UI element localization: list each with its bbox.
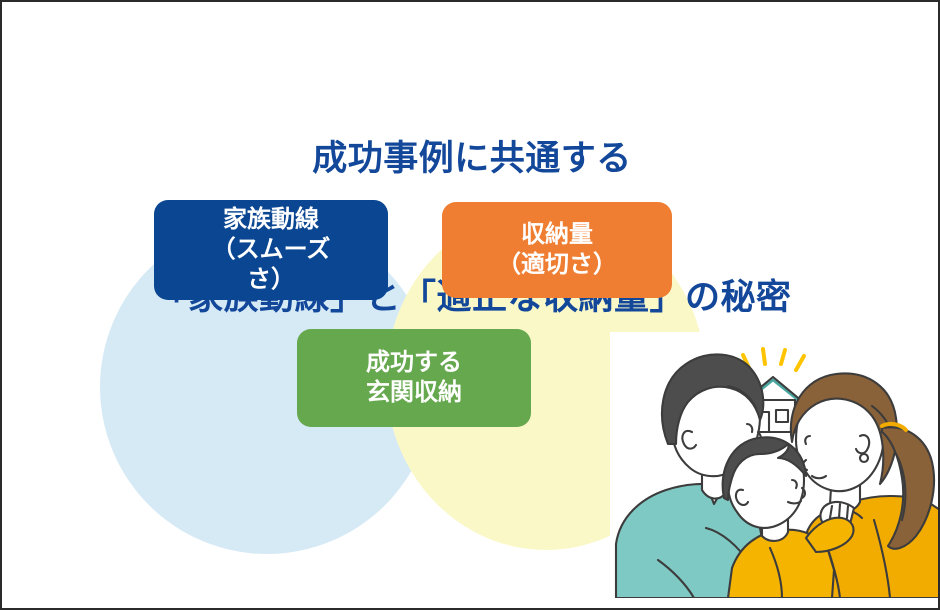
label-successful-entrance-storage: 成功する 玄関収納 bbox=[297, 329, 531, 427]
label-storage-volume: 収納量 （適切さ） bbox=[442, 202, 672, 298]
label-family-movement: 家族動線 （スムーズ さ） bbox=[154, 200, 388, 300]
child-figure bbox=[721, 436, 855, 598]
father-figure bbox=[614, 353, 770, 598]
family-illustration-svg bbox=[610, 332, 938, 598]
page-title-line-1: 成功事例に共通する bbox=[312, 139, 632, 179]
family-with-house-illustration bbox=[610, 332, 938, 608]
